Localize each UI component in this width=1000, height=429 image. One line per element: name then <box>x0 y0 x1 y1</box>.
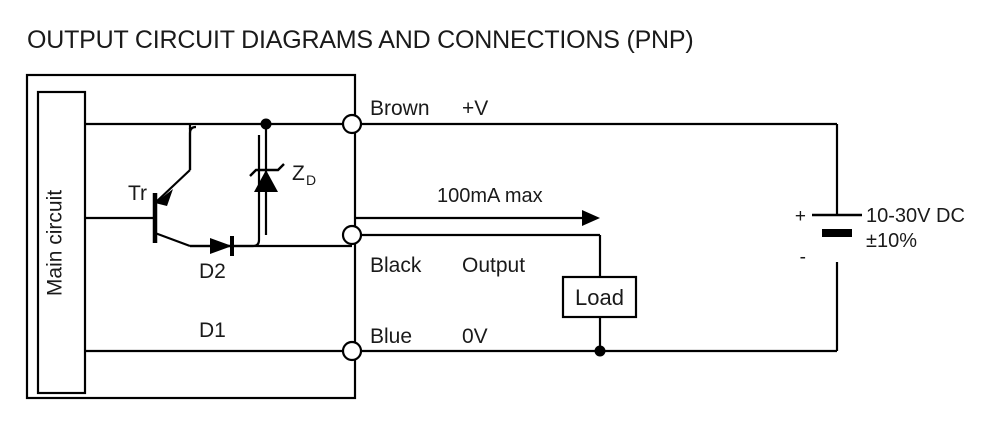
terminal-brown[interactable] <box>341 113 363 135</box>
transistor-collector-lead <box>154 231 191 248</box>
supply-voltage-label: 10-30V DC <box>866 205 965 227</box>
diode1-label: D1 <box>199 319 226 342</box>
current-arrow-head <box>582 210 600 226</box>
collector-route-wire <box>190 135 261 248</box>
junction-dot-load-ground <box>594 345 606 357</box>
diode2-label: D2 <box>199 260 226 283</box>
supply-negative-sign: - <box>800 247 806 268</box>
supply-tolerance-label: ±10% <box>866 230 917 252</box>
current-rating-label: 100mA max <box>437 185 543 207</box>
zener-label: Z <box>292 162 305 185</box>
transistor-emitter-arrow <box>155 189 173 206</box>
zener-cathode-bar <box>249 163 285 177</box>
zener-subscript-label: D <box>306 172 316 188</box>
wire-label-black-color: Black <box>370 254 422 277</box>
supply-positive-sign: + <box>795 206 806 227</box>
wire-label-blue-function: 0V <box>462 325 488 348</box>
zener-triangle <box>254 170 278 192</box>
main-circuit-label: Main circuit <box>44 190 67 296</box>
transistor-emitter-lead <box>154 169 191 204</box>
wire-label-black-function: Output <box>462 254 525 277</box>
load-label: Load <box>575 285 624 310</box>
wire-label-blue-color: Blue <box>370 325 412 348</box>
wire-label-brown-color: Brown <box>370 97 430 120</box>
transistor-label: Tr <box>128 182 147 205</box>
terminal-blue[interactable] <box>341 340 363 362</box>
wire-label-brown-function: +V <box>462 97 488 120</box>
main-circuit-box <box>36 90 87 395</box>
page-title: OUTPUT CIRCUIT DIAGRAMS AND CONNECTIONS … <box>27 26 694 54</box>
diode2-triangle <box>210 238 232 254</box>
load-box <box>561 275 638 319</box>
terminal-black[interactable] <box>341 224 363 246</box>
